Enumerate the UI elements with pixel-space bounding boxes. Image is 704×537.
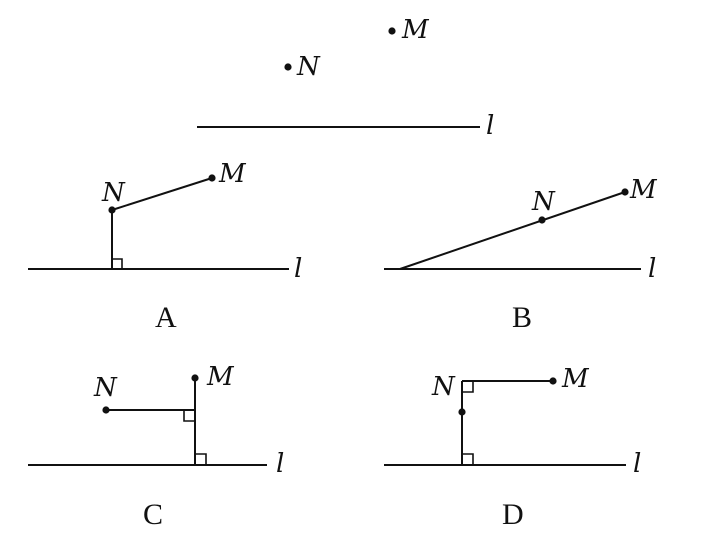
label-n-top: N <box>296 52 321 82</box>
option-a-figure[interactable]: l N M A <box>28 159 302 334</box>
label-l-a: l <box>294 254 302 284</box>
point-m-a <box>208 174 216 182</box>
label-n-d: N <box>431 372 456 402</box>
label-m-a: M <box>218 159 247 189</box>
point-n-d <box>458 408 466 416</box>
option-c-figure[interactable]: l N M C <box>28 362 284 531</box>
point-n-c <box>102 406 110 414</box>
label-m-c: M <box>206 362 235 392</box>
label-l-d: l <box>633 449 641 479</box>
point-m-c <box>191 374 199 382</box>
label-l-top: l <box>486 111 494 141</box>
right-angle-mark-a <box>112 258 123 269</box>
segment-ray-b <box>399 191 626 270</box>
option-a-letter: A <box>155 301 177 334</box>
point-m-d <box>549 377 557 385</box>
point-m-top <box>388 27 396 35</box>
option-b-letter: B <box>512 301 532 334</box>
right-angle-mark-d-top <box>462 381 474 393</box>
label-m-top: M <box>401 15 430 45</box>
right-angle-mark-d-bottom <box>462 453 474 465</box>
option-c-letter: C <box>143 498 163 531</box>
reference-figure: M N l <box>197 15 494 141</box>
label-l-c: l <box>276 449 284 479</box>
label-n-b: N <box>531 187 556 217</box>
label-m-d: M <box>561 364 590 394</box>
point-n-b <box>538 216 546 224</box>
label-n-a: N <box>101 178 126 208</box>
point-m-b <box>621 188 629 196</box>
segment-nm-a <box>111 177 213 211</box>
point-n-top <box>284 63 292 71</box>
option-b-figure[interactable]: l N M B <box>384 175 658 334</box>
option-d-letter: D <box>502 498 524 531</box>
right-angle-mark-c-top <box>183 410 195 422</box>
label-l-b: l <box>648 254 656 284</box>
label-m-b: M <box>629 175 658 205</box>
label-n-c: N <box>93 373 118 403</box>
right-angle-mark-c-bottom <box>195 453 207 465</box>
option-d-figure[interactable]: l N M D <box>384 364 641 531</box>
point-n-a <box>108 206 116 214</box>
